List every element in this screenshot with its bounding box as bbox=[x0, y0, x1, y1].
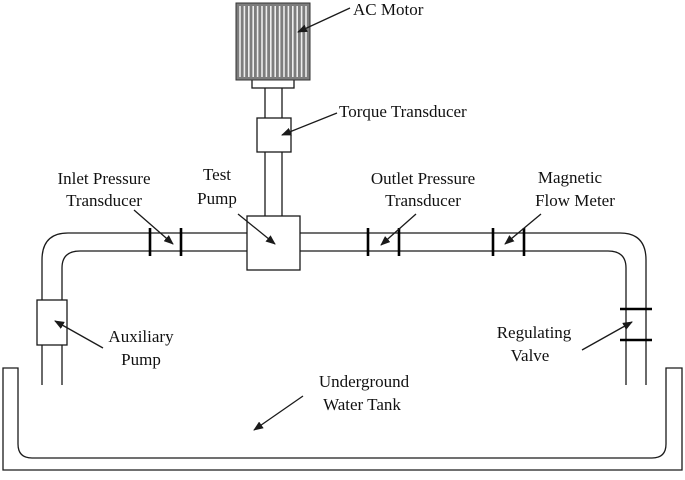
label-test-line2: Pump bbox=[197, 189, 237, 208]
label-aux-line1: Auxiliary bbox=[108, 327, 174, 346]
label-tank-line2: Water Tank bbox=[323, 395, 401, 414]
label-outlet-line2: Transducer bbox=[385, 191, 461, 210]
torque-transducer bbox=[256, 117, 292, 153]
label-aux-line2: Pump bbox=[121, 350, 161, 369]
label-valve-line2: Valve bbox=[511, 346, 550, 365]
arrow-ac-motor bbox=[297, 7, 351, 33]
arrow-regulating-valve bbox=[581, 321, 633, 351]
main-pipe-outer bbox=[41, 232, 647, 385]
arrow-auxiliary-pump bbox=[54, 320, 104, 349]
label-tank-line1: Underground bbox=[319, 372, 410, 391]
label-flow-line2: Flow Meter bbox=[535, 191, 615, 210]
arrow-inlet-transducer bbox=[133, 209, 174, 245]
motor-body bbox=[235, 2, 311, 81]
label-ac-motor: AC Motor bbox=[353, 0, 424, 19]
label-inlet-line2: Transducer bbox=[66, 191, 142, 210]
ac-motor bbox=[235, 2, 311, 89]
arrow-outlet-transducer bbox=[380, 213, 417, 246]
label-outlet-line1: Outlet Pressure bbox=[371, 169, 475, 188]
motor-fins bbox=[239, 6, 307, 77]
auxiliary-pump bbox=[36, 299, 68, 346]
label-valve-line1: Regulating bbox=[497, 323, 572, 342]
arrow-water-tank bbox=[253, 395, 304, 431]
water-tank bbox=[2, 367, 683, 471]
label-inlet-line1: Inlet Pressure bbox=[57, 169, 150, 188]
label-test-line1: Test bbox=[203, 165, 231, 184]
label-flow-line1: Magnetic bbox=[538, 168, 603, 187]
arrow-flow-meter bbox=[504, 213, 542, 245]
label-torque-transducer: Torque Transducer bbox=[339, 102, 467, 121]
arrow-test-pump bbox=[237, 213, 276, 245]
arrow-torque-transducer bbox=[281, 112, 338, 136]
main-pipe-inner bbox=[61, 250, 627, 385]
